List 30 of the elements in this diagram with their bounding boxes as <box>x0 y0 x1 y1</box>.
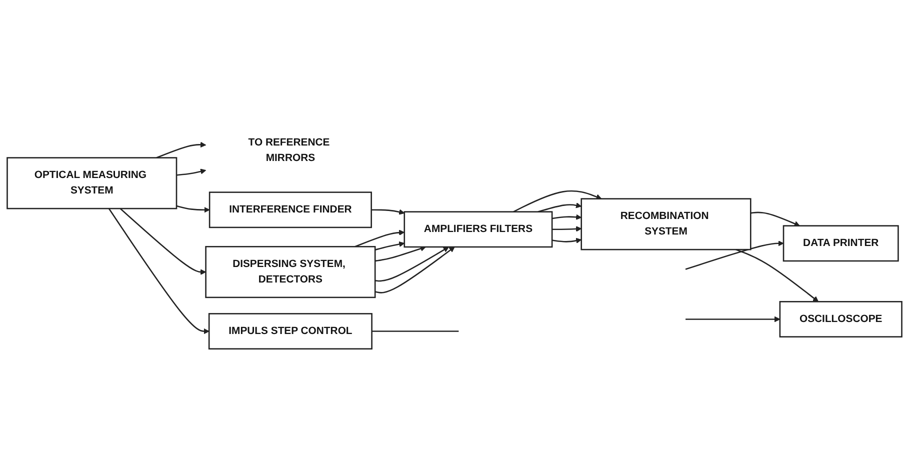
arrow <box>156 142 206 158</box>
arrow <box>374 246 455 294</box>
arrow <box>375 246 449 282</box>
node-text: TO REFERENCE MIRRORS <box>248 136 330 164</box>
arrow <box>552 238 582 244</box>
arrow <box>176 168 206 176</box>
arrow <box>685 240 784 270</box>
node-box: AMPLIFIERS FILTERS <box>404 211 553 248</box>
arrow <box>552 226 582 232</box>
node-box: OPTICAL MEASURING SYSTEM <box>6 157 178 210</box>
node-box: INTERFERENCE FINDER <box>208 192 372 228</box>
node-box: IMPULS STEP CONTROL <box>208 313 372 350</box>
node-box: RECOMBINATION SYSTEM <box>580 198 752 250</box>
arrow <box>354 230 405 248</box>
arrow <box>750 212 800 226</box>
arrow <box>513 190 602 212</box>
connector <box>372 330 459 332</box>
arrow <box>120 208 206 275</box>
node-box: DISPERSING SYSTEM, DETECTORS <box>205 246 376 298</box>
arrow <box>374 241 405 250</box>
arrow <box>736 248 819 302</box>
arrow <box>686 316 780 322</box>
arrow <box>371 209 405 215</box>
arrow <box>176 205 210 213</box>
node-box: OSCILLOSCOPE <box>779 300 902 338</box>
arrow <box>552 214 582 220</box>
node-box: DATA PRINTER <box>782 225 899 262</box>
arrow <box>108 208 210 334</box>
arrow <box>375 246 426 262</box>
arrow <box>538 202 582 212</box>
